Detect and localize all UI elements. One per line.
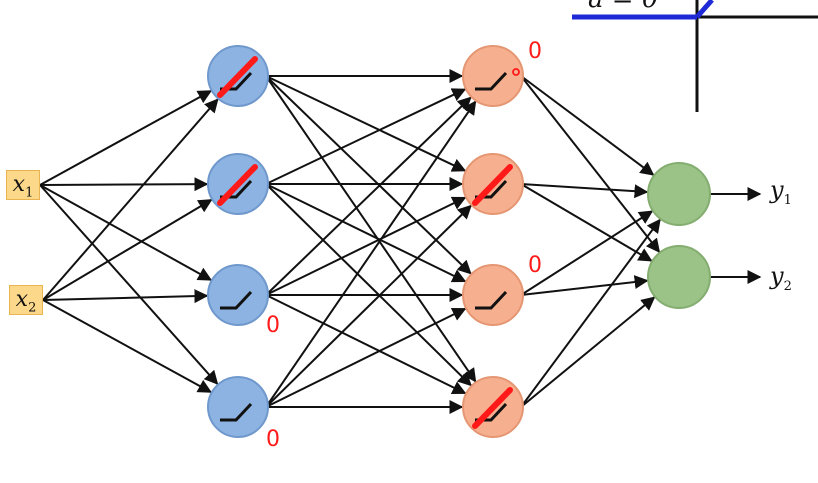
edge-h1-4-h2-1 [265,100,477,408]
input-x1-sub: 1 [25,185,34,201]
hidden1-neuron-2 [207,153,269,215]
neuron-nodes [207,45,711,438]
edge-h1-1-h2-4 [265,75,477,383]
edge-h2-1-out-1 [520,75,655,176]
hidden2-neuron-1-body [462,45,524,107]
edge-h2-3-out-1 [520,210,654,296]
inset-relu-ramp [695,0,714,19]
edge-h2-4-out-1 [520,218,661,408]
output-y2-var: y [770,262,784,290]
edge-x2-h1-4 [42,299,213,393]
edge-x1-h1-3 [39,184,213,281]
edge-h1-2-h2-3 [265,183,467,283]
output-neuron-1 [647,162,711,226]
hidden2-neuron-2-off-slash [472,164,513,206]
edge-h2-4-out-2 [520,296,656,408]
hidden1-neuron-2-off-slash [217,164,258,206]
relu-axis-inset [572,0,818,112]
hidden1-neuron-3 [207,264,269,326]
input-x2: x2 [9,285,43,315]
edge-x1-h1-2 [39,177,209,192]
output-neuron-1-body [647,162,711,226]
edge-x2-h1-2 [42,198,213,301]
edge-h1-4-h2-2 [265,204,472,408]
hidden2-neuron-1 [462,45,524,107]
input-x2-var: x [15,287,29,312]
edge-h2-2-out-2 [520,183,653,262]
output-y2: y2 [770,262,792,294]
output-y1-var: y [770,176,784,204]
edge-h1-4-h2-3 [265,307,467,408]
hidden1-neuron-4-body [207,376,269,438]
hidden2-neuron-3-body [462,264,524,326]
hidden1-neuron-3-relu-icon [220,290,253,310]
input-x2-sub: 2 [28,300,37,316]
edge-x2-h1-3 [42,289,209,304]
edge-h1-2-h2-1 [265,88,467,185]
edge-h2-3-out-2 [520,275,649,296]
hidden2-neuron-4 [462,376,524,438]
zero-label-h2-3: 0 [528,253,542,278]
hidden2-neuron-4-off-slash [472,387,513,429]
connection-edges [39,69,762,414]
hidden2-neuron-1-dot [512,68,520,76]
hidden2-neuron-2 [462,153,524,215]
hidden1-neuron-3-body [207,264,269,326]
edge-x1-h1-1 [39,90,213,186]
edge-h2-2-out-1 [520,183,649,199]
hidden2-neuron-3-relu-icon [475,290,508,310]
edge-h1-3-h2-2 [265,196,467,296]
output-y2-sub: 2 [783,278,792,294]
hidden1-neuron-4 [207,376,269,438]
hidden1-neuron-1 [207,45,269,107]
edge-x1-h1-4 [39,184,219,385]
input-x1: x1 [6,170,40,200]
zero-label-h2-1: 0 [528,39,542,64]
hidden2-neuron-3 [462,264,524,326]
hidden2-neuron-1-relu-icon [475,71,508,91]
edge-x2-h1-1 [42,98,219,301]
edge-h1-3-h2-4 [265,294,467,395]
output-y1: y1 [770,176,792,208]
corner-equation: a = 0 [588,0,658,14]
edge-h1-1-h2-2 [265,75,467,172]
hidden1-neuron-4-relu-icon [220,402,253,422]
zero-label-h1-3: 0 [266,313,280,338]
edge-h1-2-h2-4 [265,183,472,387]
edge-h1-3-h2-1 [265,96,472,296]
output-neuron-2-body [647,245,711,309]
hidden1-neuron-1-off-slash [217,56,258,98]
zero-label-h1-4: 0 [266,427,280,452]
input-x1-var: x [12,172,26,197]
output-y1-sub: 1 [783,192,792,208]
output-neuron-2 [647,245,711,309]
